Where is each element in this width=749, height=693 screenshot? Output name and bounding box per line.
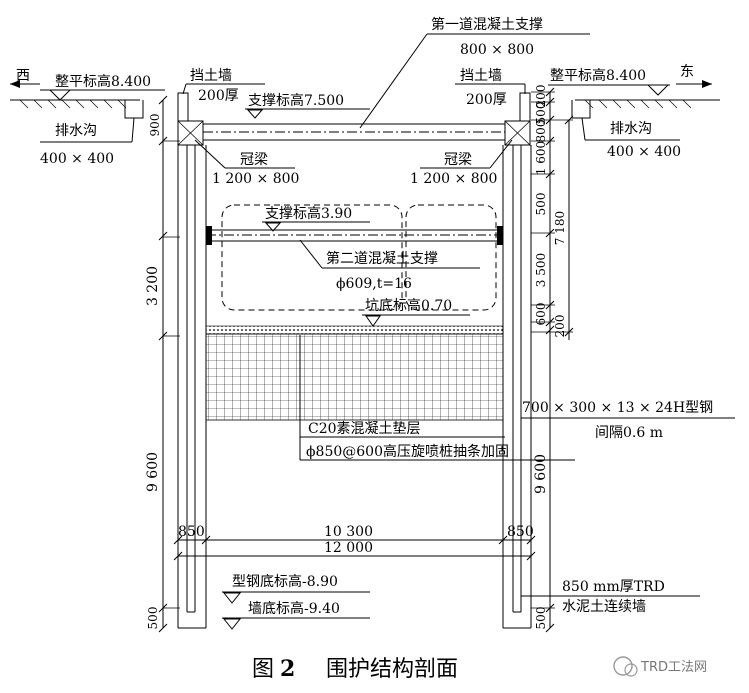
dim-right-600: 600 <box>534 303 548 326</box>
dim-right-200: 200 <box>534 85 548 108</box>
dim-850-left: 850 <box>178 524 205 540</box>
first-strut-label: 第一道混凝土支撑 <box>431 16 543 33</box>
retaining-left-thk: 200厚 <box>198 88 239 104</box>
wall-bottom-marker-icon <box>222 618 242 630</box>
jetgrout-label: ϕ850@600高压旋喷桩抽条加固 <box>306 443 509 460</box>
strut2-dashed-zone-left <box>221 204 403 311</box>
dim-right-1600: 1 600 <box>534 141 548 175</box>
cushion-layer <box>205 325 504 335</box>
wall-bottom-label: 墙底标高-9.40 <box>248 600 340 617</box>
strut2-dashed-zone-right <box>405 204 497 311</box>
grade-left-marker-icon <box>48 89 72 101</box>
dim-right-800: 800 <box>534 120 548 143</box>
dim-right-7180: 7 180 <box>553 211 567 245</box>
strut1-elev-marker-icon <box>246 109 264 119</box>
caption-title: 围护结构剖面 <box>326 657 458 682</box>
strut2-elev-marker-icon <box>264 222 282 232</box>
caption-number: 2 <box>280 656 295 682</box>
first-strut-size: 800 × 800 <box>460 42 534 58</box>
dim-left-3200: 3 200 <box>145 266 161 306</box>
strut2-end-right <box>497 226 503 245</box>
dim-left-900: 900 <box>148 114 162 137</box>
second-strut-label: 第二道混凝土支撑 <box>326 250 438 267</box>
drain-left-label: 排水沟 <box>55 123 97 139</box>
dim-850-right: 850 <box>507 524 534 540</box>
grade-right-marker-icon <box>646 84 670 96</box>
dim-right-9600: 9 600 <box>533 454 549 494</box>
dim-right-200b: 200 <box>553 315 567 338</box>
strut2-end-left <box>206 226 212 245</box>
drain-left-shape <box>124 100 144 119</box>
ground-hatch-right <box>584 99 692 109</box>
grade-left-label: 整平标高8.400 <box>55 73 151 90</box>
retaining-right-label: 挡土墙 <box>460 68 502 84</box>
hsteel-spacing: 间隔0.6 m <box>595 425 663 441</box>
steel-bottom-marker-icon <box>222 592 242 604</box>
hsteel-label: 700 × 300 × 13 × 24H型钢 <box>522 400 713 416</box>
strut2-elev-label: 支撑标高3.90 <box>265 205 352 222</box>
west-arrow-icon <box>10 80 20 88</box>
west-label: 西 <box>16 68 30 84</box>
drain-right-label: 排水沟 <box>610 121 652 137</box>
dim-left-9600: 9 600 <box>145 452 161 492</box>
cap-left-label: 冠梁 <box>240 152 268 168</box>
retaining-wall-left <box>177 92 189 122</box>
drain-right-shape <box>571 100 591 119</box>
dim-10300: 10 300 <box>324 524 373 540</box>
east-label: 东 <box>680 64 694 80</box>
trd-wall-label-2: 水泥土连续墙 <box>562 598 646 615</box>
retaining-wall-right <box>519 92 531 122</box>
dim-right-3500: 3 500 <box>534 253 548 287</box>
dim-right-500b: 500 <box>534 193 548 216</box>
trd-wall-label: 850 mm厚TRD <box>562 579 665 595</box>
drain-left-size: 400 × 400 <box>40 151 114 167</box>
dim-left-500: 500 <box>146 607 160 630</box>
caption-fig: 图 <box>252 657 274 682</box>
cap-right-label: 冠梁 <box>444 152 472 168</box>
dim-right-500a: 500 <box>534 102 548 125</box>
cap-right-size: 1 200 × 800 <box>410 171 497 187</box>
watermark: TRD工法网 <box>613 656 707 677</box>
jetgrout-zone <box>205 333 504 421</box>
grade-right-label: 整平标高8.400 <box>550 67 646 84</box>
cushion-label: C20素混凝土垫层 <box>308 421 421 437</box>
dim-right-500c: 500 <box>534 607 548 630</box>
retaining-left-label: 挡土墙 <box>190 68 232 84</box>
wechat-icon <box>613 656 633 676</box>
ground-hatch-left <box>19 99 127 109</box>
cap-left-size: 1 200 × 800 <box>212 171 299 187</box>
second-strut-size: ϕ609,t=16 <box>336 276 412 292</box>
drain-right-size: 400 × 400 <box>607 144 681 160</box>
strut1-elev-label: 支撑标高7.500 <box>248 92 344 109</box>
pit-bottom-label: 坑底标高0.70 <box>365 297 452 314</box>
steel-bottom-label: 型钢底标高-8.90 <box>232 573 338 590</box>
east-arrow-icon <box>702 80 712 88</box>
dim-12000: 12 000 <box>324 540 373 556</box>
retaining-right-thk: 200厚 <box>466 92 507 108</box>
pit-bottom-marker-icon <box>365 315 381 327</box>
watermark-text: TRD工法网 <box>640 660 707 675</box>
first-strut-leader <box>359 33 428 129</box>
